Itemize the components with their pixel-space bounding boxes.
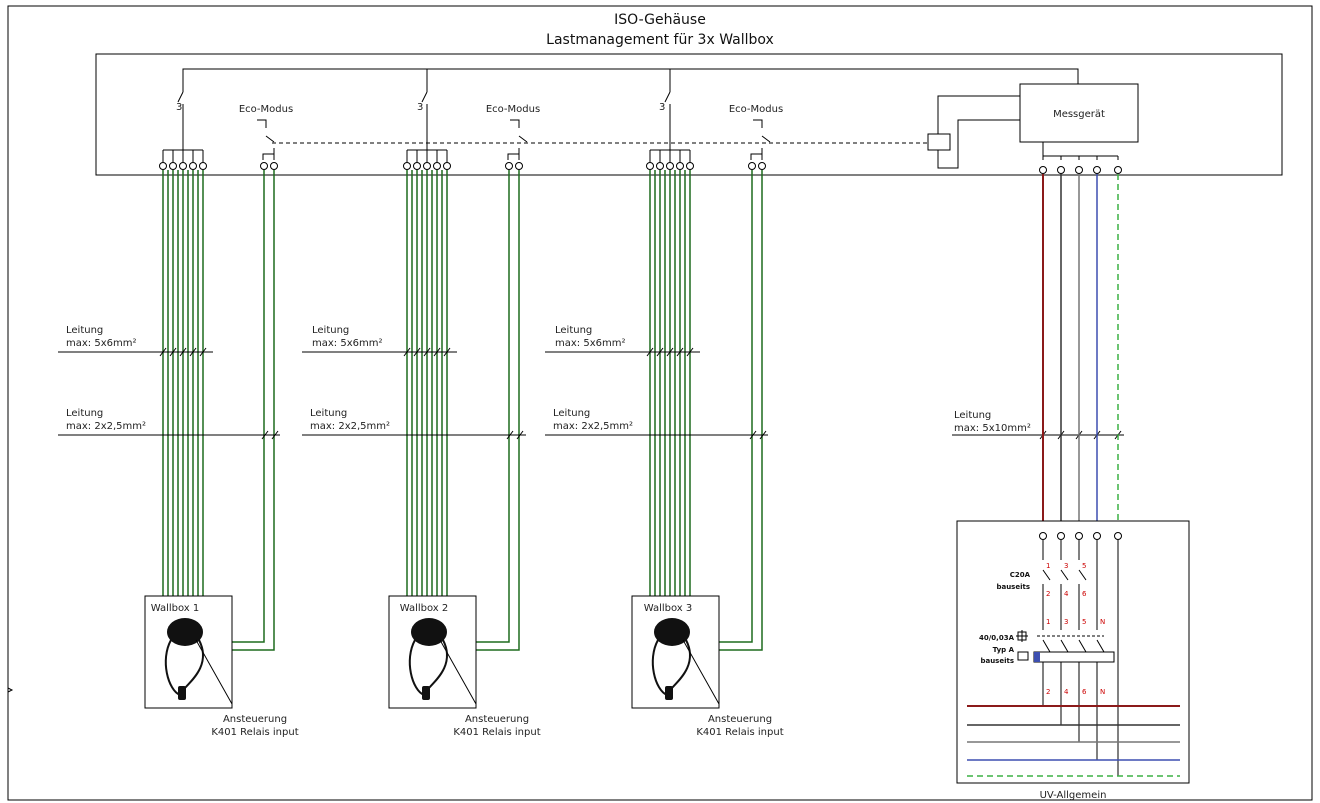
power-cable-label-2-line1: Leitung — [312, 325, 349, 336]
distribution-internal-wiring — [1033, 540, 1119, 776]
power-cable-label-1-line1: Leitung — [66, 325, 103, 336]
supply-bus — [182, 68, 1079, 92]
feeder-conductors — [1042, 174, 1119, 530]
feeder-cable-label-line2: max: 5x10mm² — [954, 423, 1031, 434]
rcd-indicator-icon — [1034, 652, 1040, 662]
terminal-strip — [159, 162, 1122, 174]
meter-box — [1019, 83, 1139, 143]
edge-arrow-icon — [7, 687, 14, 693]
mcb-out-mark-2: 4 — [1064, 590, 1069, 598]
cables-wallbox-1 — [162, 170, 275, 651]
wallbox-3: Wallbox 3 — [631, 595, 720, 709]
control-cable-label-1-line2: max: 2x2,5mm² — [66, 421, 146, 432]
mcb-in-mark-2: 3 — [1064, 562, 1068, 570]
rcd-out-mark-2: 4 — [1064, 688, 1069, 696]
meter-label: Messgerät — [1053, 109, 1105, 120]
pole-count-1: 3 — [176, 102, 182, 113]
wallbox-1-note-1: Ansteuerung — [223, 714, 287, 725]
cables-wallbox-3 — [649, 170, 763, 651]
control-cable-label-3-line2: max: 2x2,5mm² — [553, 421, 633, 432]
title-line-1: ISO-Gehäuse — [614, 12, 706, 28]
eco-label-1: Eco-Modus — [239, 104, 293, 115]
pole-count-3: 3 — [659, 102, 665, 113]
feeder-cable-label-line1: Leitung — [954, 410, 991, 421]
eco-label-3: Eco-Modus — [729, 104, 783, 115]
control-cable-label-3-line1: Leitung — [553, 408, 590, 419]
wallbox-2-note-2: K401 Relais input — [453, 727, 540, 738]
meter-relay-links — [927, 95, 1119, 169]
distribution-terminals — [1039, 532, 1122, 540]
rcd-label-1: 40/0,03A — [979, 634, 1015, 642]
wallbox-1-name: Wallbox 1 — [151, 603, 200, 614]
control-cable-label-2-line1: Leitung — [310, 408, 347, 419]
power-cable-label-1-line2: max: 5x6mm² — [66, 338, 136, 349]
rcd-label-2: Typ A — [993, 646, 1015, 654]
breaker-group-2 — [406, 91, 528, 162]
mcb-in-mark-3: 5 — [1082, 562, 1086, 570]
rcd-in-mark-2: 3 — [1064, 618, 1068, 626]
control-cable-label-1-line1: Leitung — [66, 408, 103, 419]
wallbox-1-note-2: K401 Relais input — [211, 727, 298, 738]
power-cable-label-3-line1: Leitung — [555, 325, 592, 336]
wallbox-3-note-1: Ansteuerung — [708, 714, 772, 725]
rcd-test-icon — [1016, 630, 1029, 661]
wallbox-2-name: Wallbox 2 — [400, 603, 449, 614]
mcb-in-mark-1: 1 — [1046, 562, 1050, 570]
mcb-out-mark-1: 2 — [1046, 590, 1050, 598]
power-cable-label-3-line2: max: 5x6mm² — [555, 338, 625, 349]
rcd-in-mark-1: 1 — [1046, 618, 1050, 626]
title-line-2: Lastmanagement für 3x Wallbox — [546, 32, 774, 48]
power-cable-label-2-line2: max: 5x6mm² — [312, 338, 382, 349]
mcb-label-1: C20A — [1010, 571, 1031, 579]
rcd-in-mark-3: 5 — [1082, 618, 1086, 626]
drawing-frame — [7, 5, 1313, 801]
pole-count-2: 3 — [417, 102, 423, 113]
breaker-group-1 — [162, 91, 275, 162]
rcd-out-mark-1: 2 — [1046, 688, 1050, 696]
wallbox-2-note-1: Ansteuerung — [465, 714, 529, 725]
wallbox-charger-icon — [651, 618, 692, 700]
wallbox-3-note-2: K401 Relais input — [696, 727, 783, 738]
rcd-out-mark-3: 6 — [1082, 688, 1087, 696]
cables-wallbox-2 — [406, 170, 520, 651]
rcd-label-3: bauseits — [980, 657, 1014, 665]
wallbox-charger-icon — [408, 618, 449, 700]
distribution-busbars — [967, 705, 1180, 777]
wallbox-3-name: Wallbox 3 — [644, 603, 693, 614]
eco-label-2: Eco-Modus — [486, 104, 540, 115]
wallbox-2: Wallbox 2 — [388, 595, 477, 709]
rcd-in-mark-4: N — [1100, 618, 1105, 626]
rcd-out-mark-4: N — [1100, 688, 1105, 696]
iso-enclosure — [95, 53, 1283, 176]
mcb-label-2: bauseits — [996, 583, 1030, 591]
mcb-out-mark-3: 6 — [1082, 590, 1087, 598]
control-cable-label-2-line2: max: 2x2,5mm² — [310, 421, 390, 432]
distribution-name: UV-Allgemein — [1040, 790, 1107, 801]
wallbox-charger-icon — [164, 618, 205, 700]
wallbox-1: Wallbox 1 — [144, 595, 233, 709]
breaker-group-3 — [649, 91, 771, 162]
